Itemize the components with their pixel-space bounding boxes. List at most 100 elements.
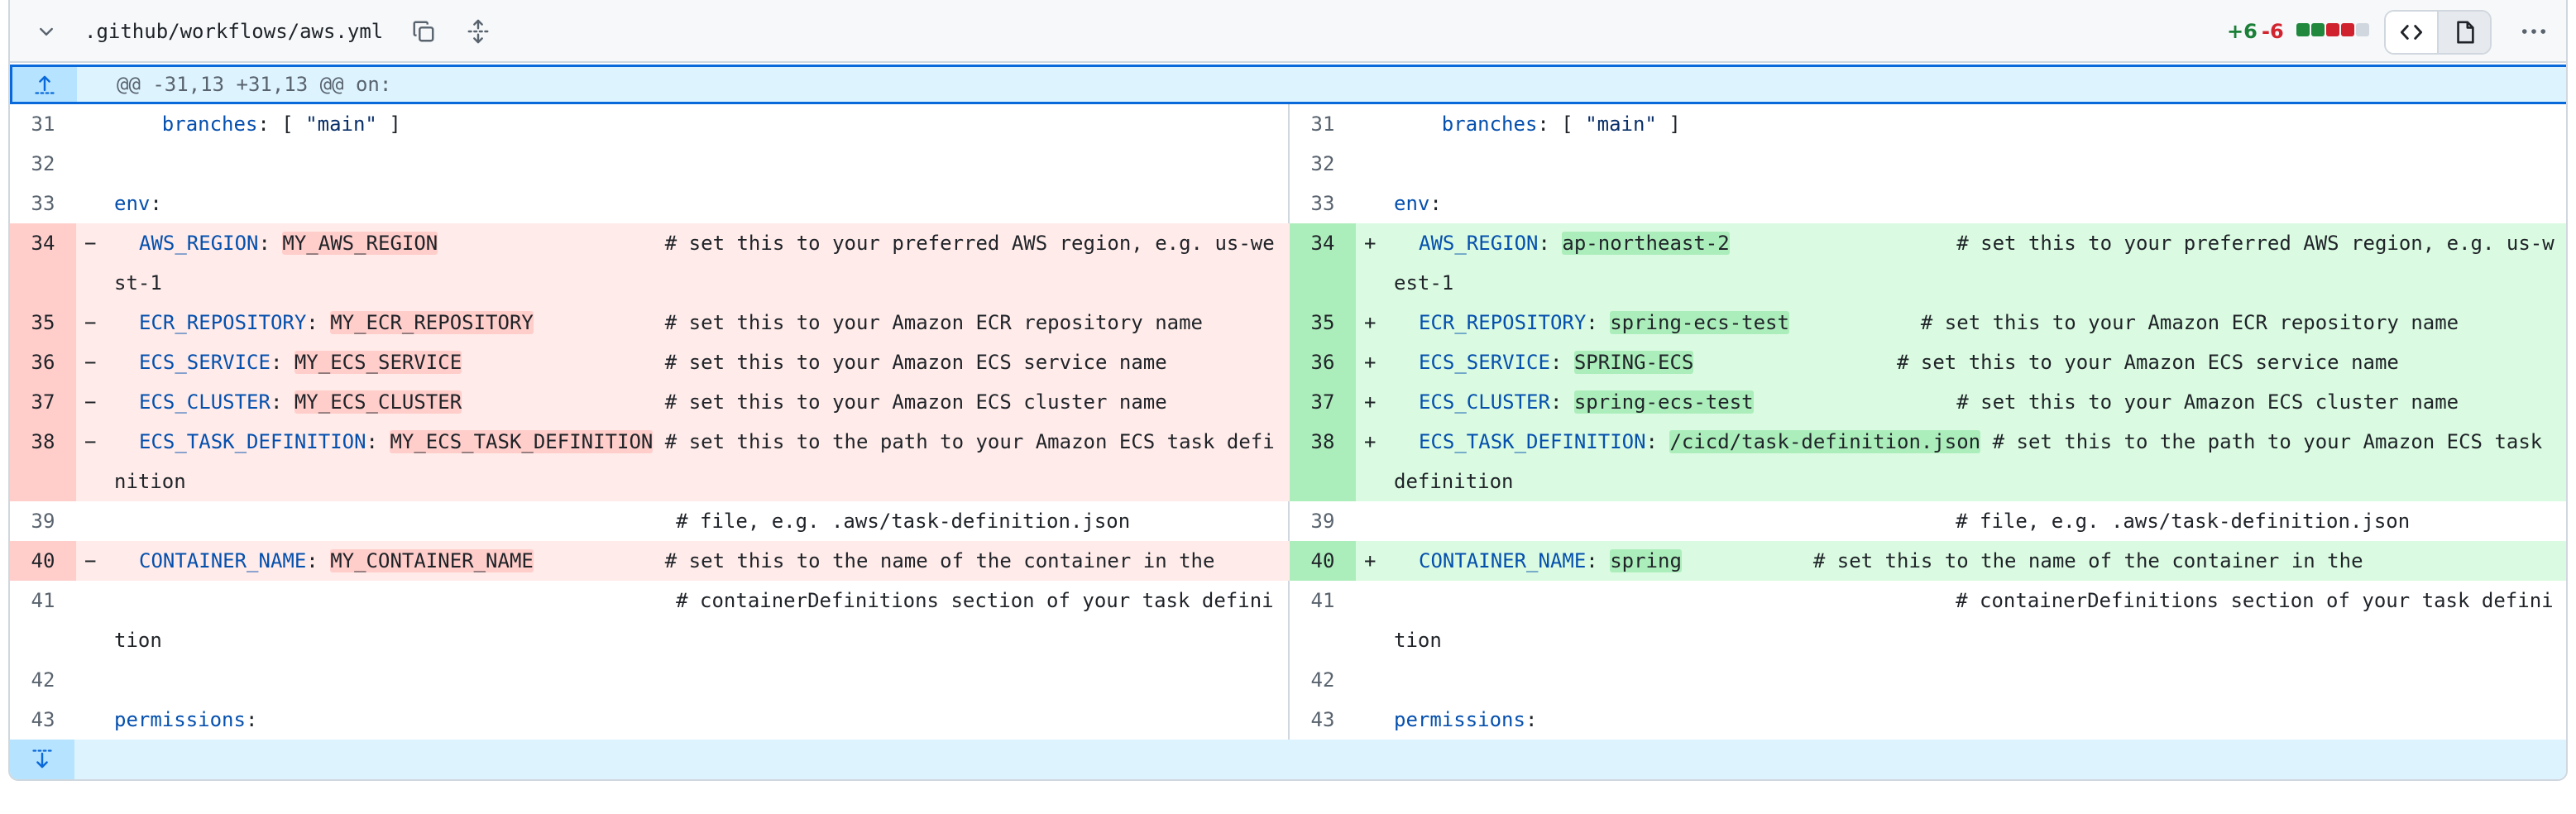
yaml-key: branches bbox=[161, 113, 258, 136]
split-diff: 31 branches: [ "main" ] 32 33 env: 34 − AWS_RE… bbox=[10, 104, 2566, 740]
view-toggle bbox=[2384, 10, 2492, 55]
line-number[interactable]: 43 bbox=[1310, 708, 1335, 731]
line-number[interactable]: 35 bbox=[1290, 303, 1356, 342]
expand-down-button[interactable] bbox=[10, 740, 74, 779]
code-line: AWS_REGION: MY_AWS_REGION # set this to … bbox=[76, 223, 1290, 303]
line-number[interactable]: 42 bbox=[1310, 668, 1335, 692]
deletion-marker: − bbox=[84, 549, 97, 572]
yaml-key: ECS_SERVICE bbox=[139, 351, 271, 374]
line-number[interactable]: 42 bbox=[31, 668, 55, 692]
file-view-button[interactable] bbox=[2439, 12, 2490, 53]
deletion-marker: − bbox=[84, 430, 97, 453]
line-number[interactable]: 34 bbox=[10, 223, 76, 303]
line-number[interactable]: 35 bbox=[10, 303, 76, 342]
yaml-key: permissions bbox=[114, 708, 246, 731]
line-number[interactable]: 41 bbox=[1310, 589, 1335, 612]
diff-row-added: 40+CONTAINER_NAME: spring # set this to … bbox=[1290, 541, 2566, 581]
diff-row-added: 36+ECS_SERVICE: SPRING-ECS # set this to… bbox=[1290, 342, 2566, 382]
expand-all-button[interactable] bbox=[460, 13, 496, 50]
deletion-marker: − bbox=[84, 390, 97, 414]
line-number[interactable]: 37 bbox=[1290, 382, 1356, 422]
yaml-key: AWS_REGION bbox=[1419, 232, 1539, 255]
diff-file: .github/workflows/aws.yml +6 -6 bbox=[8, 0, 2568, 781]
line-number[interactable]: 31 bbox=[1310, 113, 1335, 136]
deletions-count: -6 bbox=[2262, 20, 2284, 43]
code-text: # file, e.g. .aws/task-definition.json bbox=[1394, 510, 2411, 533]
diff-side-right: 31 branches: [ "main" ] 32 33 env: 34 + AWS_RE… bbox=[1290, 104, 2566, 740]
copy-path-button[interactable] bbox=[405, 13, 442, 50]
code-text: : bbox=[270, 351, 294, 374]
code-text: : bbox=[245, 708, 258, 731]
code-line: permissions: bbox=[1356, 700, 2566, 740]
diff-row-context: 33 env: bbox=[10, 184, 1290, 223]
file-icon bbox=[2457, 21, 2474, 44]
more-options-button[interactable] bbox=[2513, 13, 2554, 50]
hunk-header-text: @@ -31,13 +31,13 @@ on: bbox=[117, 73, 392, 96]
line-number[interactable]: 40 bbox=[10, 541, 76, 581]
line-number[interactable]: 31 bbox=[31, 113, 55, 136]
file-path[interactable]: .github/workflows/aws.yml bbox=[84, 20, 384, 43]
code-line bbox=[1356, 660, 2566, 700]
diff-row-context: 32 bbox=[10, 144, 1290, 184]
diffstat-add-block bbox=[2296, 23, 2310, 36]
diff-row-deleted: 38−ECS_TASK_DEFINITION: MY_ECS_TASK_DEFI… bbox=[10, 422, 1290, 501]
code-text: # set this to your Amazon ECR repository… bbox=[1788, 311, 2459, 334]
code-text bbox=[1394, 113, 1442, 136]
addition-marker: + bbox=[1364, 390, 1377, 414]
line-number[interactable]: 38 bbox=[1290, 422, 1356, 501]
diff-row-added: 38+ECS_TASK_DEFINITION: /cicd/task-defin… bbox=[1290, 422, 2566, 501]
code-text: : bbox=[1586, 311, 1611, 334]
line-number[interactable]: 33 bbox=[31, 192, 55, 215]
line-number[interactable]: 32 bbox=[1310, 152, 1335, 175]
line-number[interactable]: 40 bbox=[1290, 541, 1356, 581]
code-text: : bbox=[1645, 430, 1670, 453]
diffstat-add-block bbox=[2311, 23, 2325, 36]
diff-row-context: 43 permissions: bbox=[10, 700, 1290, 740]
yaml-key: ECS_TASK_DEFINITION bbox=[1419, 430, 1646, 453]
code-text: : bbox=[150, 192, 162, 215]
line-number[interactable]: 39 bbox=[31, 510, 55, 533]
collapse-file-button[interactable] bbox=[28, 13, 65, 50]
diff-row-context: 41 # containerDefinitions section of you… bbox=[1290, 581, 2566, 660]
line-number[interactable]: 32 bbox=[31, 152, 55, 175]
file-header: .github/workflows/aws.yml +6 -6 bbox=[10, 0, 2566, 63]
yaml-key: ECS_CLUSTER bbox=[1419, 390, 1550, 414]
diff-row-context: 32 bbox=[1290, 144, 2566, 184]
line-number[interactable]: 36 bbox=[1290, 342, 1356, 382]
line-number[interactable]: 37 bbox=[10, 382, 76, 422]
removed-value: MY_ECS_TASK_DEFINITION bbox=[390, 430, 654, 453]
line-number[interactable]: 38 bbox=[10, 422, 76, 501]
line-number[interactable]: 34 bbox=[1290, 223, 1356, 303]
diff-row-context: 42 bbox=[10, 660, 1290, 700]
yaml-key: ECS_CLUSTER bbox=[139, 390, 271, 414]
code-text: # set this to your Amazon ECS cluster na… bbox=[462, 390, 1167, 414]
code-icon bbox=[2400, 25, 2423, 40]
line-number[interactable]: 33 bbox=[1310, 192, 1335, 215]
code-line bbox=[1356, 144, 2566, 184]
diff-row-context: 41 # containerDefinitions section of you… bbox=[10, 581, 1290, 660]
diff-row-deleted: 36−ECS_SERVICE: MY_ECS_SERVICE # set thi… bbox=[10, 342, 1290, 382]
code-text: : bbox=[306, 549, 331, 572]
yaml-key: env bbox=[114, 192, 151, 215]
line-number[interactable]: 43 bbox=[31, 708, 55, 731]
yaml-key: AWS_REGION bbox=[139, 232, 259, 255]
removed-value: MY_ECR_REPOSITORY bbox=[330, 311, 534, 334]
yaml-string: "main" bbox=[1585, 113, 1657, 136]
yaml-key: CONTAINER_NAME bbox=[1419, 549, 1587, 572]
line-number[interactable]: 41 bbox=[31, 589, 55, 612]
line-number[interactable]: 39 bbox=[1310, 510, 1335, 533]
expand-up-button[interactable] bbox=[12, 67, 77, 102]
code-text: : bbox=[1525, 708, 1538, 731]
kebab-horizontal-icon bbox=[2521, 29, 2546, 34]
code-text bbox=[114, 113, 162, 136]
yaml-key: ECR_REPOSITORY bbox=[139, 311, 307, 334]
line-number[interactable]: 36 bbox=[10, 342, 76, 382]
yaml-key: branches bbox=[1441, 113, 1538, 136]
diff-row-context: 31 branches: [ "main" ] bbox=[1290, 104, 2566, 144]
added-value: SPRING-ECS bbox=[1573, 351, 1694, 374]
code-text: # set this to your preferred AWS region,… bbox=[1394, 232, 2554, 294]
yaml-key: env bbox=[1394, 192, 1430, 215]
code-text: ] bbox=[1656, 113, 1681, 136]
code-view-button[interactable] bbox=[2386, 12, 2439, 53]
